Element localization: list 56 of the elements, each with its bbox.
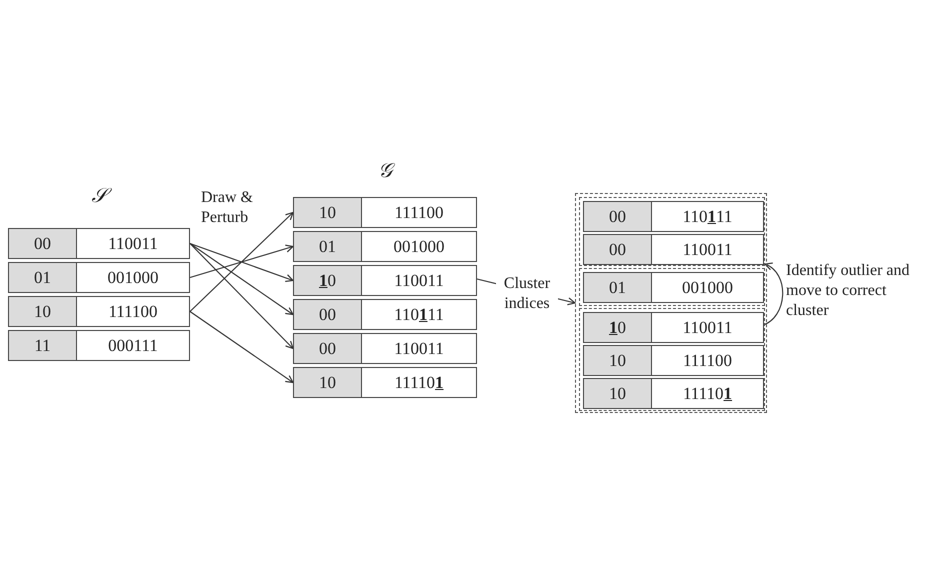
cluster-outline xyxy=(575,193,767,413)
index-cell: 01 xyxy=(294,232,362,261)
code-cell-text: 001000 xyxy=(392,236,446,258)
code-cell-text: 000111 xyxy=(107,334,159,356)
index-cell: 10 xyxy=(294,266,362,295)
code-cell-text: 001000 xyxy=(106,266,160,288)
code-cell-text: 111100 xyxy=(107,300,159,322)
table-heading: 𝒢 xyxy=(293,160,477,183)
index-cell: 01 xyxy=(584,273,652,302)
index-cell: 01 xyxy=(9,263,77,292)
arrow xyxy=(190,243,294,350)
index-cell: 00 xyxy=(584,235,652,264)
code-cell-text: 110111 xyxy=(682,206,734,228)
code-cell-text: 111101 xyxy=(682,382,734,404)
table-row xyxy=(293,197,477,228)
code-cell-text: 110011 xyxy=(107,232,159,254)
code-cell-text: 110111 xyxy=(393,304,445,326)
code-cell-text: 111101 xyxy=(393,372,445,394)
code-cell-text: 110011 xyxy=(393,270,445,292)
table-row xyxy=(8,330,190,361)
arrow xyxy=(190,212,294,312)
index-cell: 10 xyxy=(9,297,77,326)
code-cell-text: 111100 xyxy=(682,350,734,372)
table-row xyxy=(8,228,190,259)
table-row xyxy=(293,299,477,330)
index-cell: 10 xyxy=(584,313,652,342)
code-cell-text: 110011 xyxy=(682,238,734,260)
code-cell-text: 111100 xyxy=(393,202,445,224)
index-cell: 10 xyxy=(294,368,362,397)
table-row xyxy=(583,312,764,343)
arrow xyxy=(190,311,294,384)
arrow xyxy=(190,243,294,316)
index-cell: 00 xyxy=(294,300,362,329)
code-cell-text: 001000 xyxy=(681,276,734,298)
index-cell: 11 xyxy=(9,331,77,360)
code-cell-text: 110011 xyxy=(393,338,445,360)
table-row xyxy=(293,265,477,296)
index-cell: 00 xyxy=(584,202,652,231)
index-cell: 00 xyxy=(294,334,362,363)
table-row xyxy=(293,231,477,262)
table-row xyxy=(583,201,764,232)
table-row xyxy=(583,345,764,376)
table-row xyxy=(8,262,190,293)
index-cell: 10 xyxy=(584,379,652,408)
index-cell: 10 xyxy=(584,346,652,375)
index-cell: 10 xyxy=(294,198,362,227)
cluster-outline xyxy=(579,308,765,411)
table-row xyxy=(8,296,190,327)
code-cell-text: 110011 xyxy=(682,316,734,338)
table-row xyxy=(583,378,764,409)
table-row xyxy=(293,333,477,364)
index-cell: 00 xyxy=(9,229,77,258)
table-row xyxy=(583,234,764,265)
table-heading: 𝒮 xyxy=(8,185,190,208)
table-row xyxy=(293,367,477,398)
cluster-outline xyxy=(579,197,765,266)
